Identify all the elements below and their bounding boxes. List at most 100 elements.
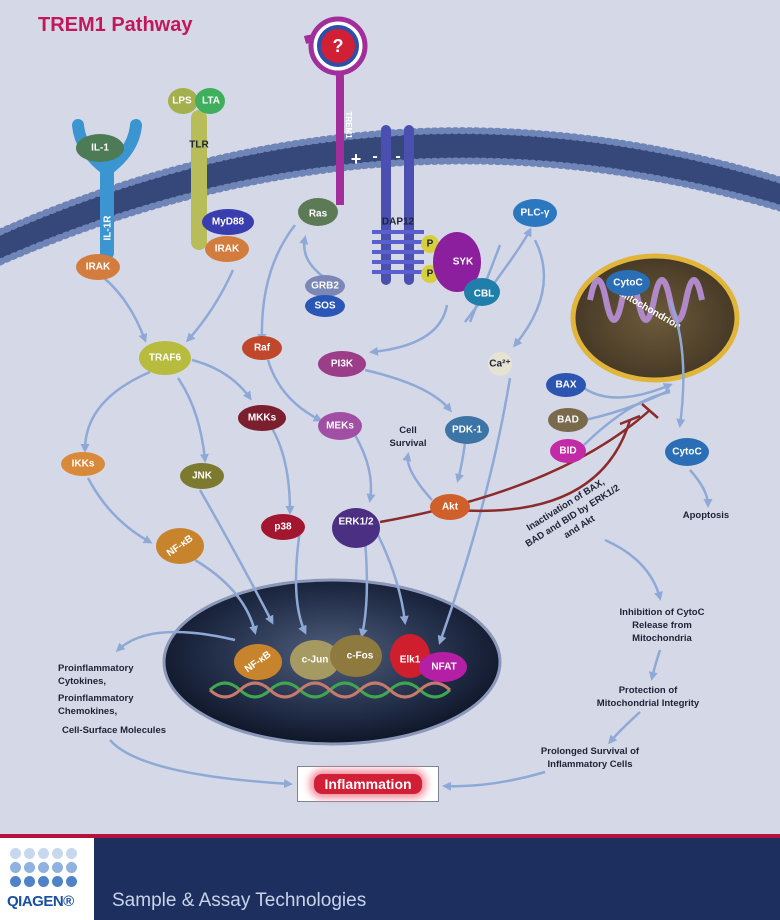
note-protection: Protection of Mitochondrial Integrity xyxy=(597,685,700,709)
node-meks: MEKs xyxy=(318,412,362,440)
svg-text:MEKs: MEKs xyxy=(326,421,354,432)
node-raf: Raf xyxy=(242,336,282,360)
il1r-label: IL-1R xyxy=(103,215,114,241)
node-mkks: MKKs xyxy=(238,405,286,431)
node-ikks: IKKs xyxy=(61,452,105,476)
node-myd88: MyD88 xyxy=(202,209,254,235)
il1r-receptor: IL-1 IL-1R xyxy=(72,119,142,260)
svg-text:BID: BID xyxy=(559,446,576,457)
note-prolonged: Prolonged Survival of Inflammatory Cells xyxy=(541,746,640,770)
node-sos: SOS xyxy=(305,295,345,317)
svg-text:Mitochondria: Mitochondria xyxy=(632,633,692,644)
svg-text:MyD88: MyD88 xyxy=(212,217,245,228)
trem1-receptor: ? TREM1 + xyxy=(303,16,368,205)
svg-text:Mitochondrial Integrity: Mitochondrial Integrity xyxy=(597,698,700,709)
il1-label: IL-1 xyxy=(91,143,109,154)
node-bad: BAD xyxy=(548,408,588,432)
svg-text:Proinflammatory: Proinflammatory xyxy=(58,663,134,674)
svg-text:Elk1: Elk1 xyxy=(400,655,421,666)
svg-text:PI3K: PI3K xyxy=(331,359,354,370)
node-akt: Akt xyxy=(430,494,470,520)
node-cbl: CBL xyxy=(464,278,500,306)
node-erk: ERK1/2 xyxy=(332,508,380,548)
svg-text:Cell: Cell xyxy=(399,425,416,436)
node-bax: BAX xyxy=(546,373,586,397)
node-traf6: TRAF6 xyxy=(139,341,191,375)
plus-charge: + xyxy=(351,149,362,169)
svg-text:CytoC: CytoC xyxy=(672,447,701,458)
node-nfkb-nucleus: NF-κB xyxy=(234,644,282,680)
svg-text:P: P xyxy=(427,239,434,250)
lps-label: LPS xyxy=(172,96,192,107)
svg-text:TRAF6: TRAF6 xyxy=(149,353,182,364)
node-ras: Ras xyxy=(298,198,338,226)
svg-text:Survival: Survival xyxy=(390,438,427,449)
svg-text:GRB2: GRB2 xyxy=(311,281,339,292)
svg-text:SOS: SOS xyxy=(314,301,335,312)
svg-text:Inhibition of CytoC: Inhibition of CytoC xyxy=(620,607,705,618)
node-pi3k: PI3K xyxy=(318,351,366,377)
svg-text:IKKs: IKKs xyxy=(72,459,95,470)
dap12-receptor: - - DAP12 xyxy=(372,125,424,285)
svg-text:Proinflammatory: Proinflammatory xyxy=(58,693,134,704)
svg-text:BAX: BAX xyxy=(555,380,576,391)
inhibition-lines xyxy=(379,403,659,524)
node-plc: PLC-γ xyxy=(513,199,557,227)
node-cytoc-mito: CytoC xyxy=(606,270,650,296)
node-bid: BID xyxy=(550,439,586,463)
lta-label: LTA xyxy=(202,96,220,107)
note-inactivation: Inactivation of BAX, BAD and BID by ERK1… xyxy=(524,477,622,550)
svg-text:SYK: SYK xyxy=(453,257,474,268)
node-cjun: c-Jun xyxy=(290,640,340,680)
node-ca: Ca²⁺ xyxy=(488,352,512,376)
node-p1: P xyxy=(421,235,439,253)
svg-text:MKKs: MKKs xyxy=(248,413,277,424)
note-inhibition: Inhibition of CytoC Release from Mitocho… xyxy=(620,607,705,644)
note-cell-survival: Cell Survival xyxy=(390,425,427,449)
svg-text:p38: p38 xyxy=(274,522,292,533)
node-grb2: GRB2 xyxy=(305,275,345,297)
svg-text:JNK: JNK xyxy=(192,471,213,482)
svg-text:Cell-Surface Molecules: Cell-Surface Molecules xyxy=(62,725,166,736)
outcome-label: Inflammation xyxy=(314,774,422,794)
svg-text:Cytokines,: Cytokines, xyxy=(58,676,106,687)
activation-arrows xyxy=(80,224,713,791)
node-syk: SYK xyxy=(433,232,481,292)
minus-charge-1: - xyxy=(372,148,377,165)
node-jnk: JNK xyxy=(180,463,224,489)
svg-text:IRAK: IRAK xyxy=(215,244,240,255)
logo-wordmark: QIAGEN® xyxy=(7,893,74,910)
node-nfat: NFAT xyxy=(419,652,467,682)
page-title: TREM1 Pathway xyxy=(38,14,193,36)
svg-text:Ras: Ras xyxy=(309,209,328,220)
svg-text:NFAT: NFAT xyxy=(431,662,456,673)
footer-tagline: Sample & Assay Technologies xyxy=(112,890,367,911)
svg-text:PLC-γ: PLC-γ xyxy=(521,208,550,219)
footer-stripe xyxy=(0,834,780,838)
outcome-inflammation: Inflammation xyxy=(297,766,439,802)
node-cytoc-cytosol: CytoC xyxy=(665,438,709,466)
svg-text:PDK-1: PDK-1 xyxy=(452,425,482,436)
footer-bar xyxy=(0,838,780,920)
svg-text:c-Jun: c-Jun xyxy=(302,655,329,666)
tlr-label: TLR xyxy=(189,140,209,151)
svg-text:Akt: Akt xyxy=(442,502,459,513)
node-cfos: c-Fos xyxy=(330,635,382,677)
svg-text:c-Fos: c-Fos xyxy=(347,651,374,662)
node-p38: p38 xyxy=(261,514,305,540)
svg-text:Ca²⁺: Ca²⁺ xyxy=(489,359,510,370)
svg-text:ERK1/2: ERK1/2 xyxy=(338,517,373,528)
svg-text:Chemokines,: Chemokines, xyxy=(58,706,117,717)
svg-text:Release from: Release from xyxy=(632,620,692,631)
svg-text:CytoC: CytoC xyxy=(613,278,642,289)
node-irak-tlr: IRAK xyxy=(205,236,249,262)
pathway-canvas: Mitochondrion xyxy=(0,16,780,791)
note-apoptosis: Apoptosis xyxy=(683,510,729,521)
minus-charge-2: - xyxy=(395,148,400,165)
svg-text:Prolonged Survival of: Prolonged Survival of xyxy=(541,746,640,757)
node-nfkb: NF-κB xyxy=(156,528,204,564)
svg-text:CBL: CBL xyxy=(474,289,495,300)
svg-text:P: P xyxy=(427,269,434,280)
svg-text:Inflammatory Cells: Inflammatory Cells xyxy=(548,759,633,770)
